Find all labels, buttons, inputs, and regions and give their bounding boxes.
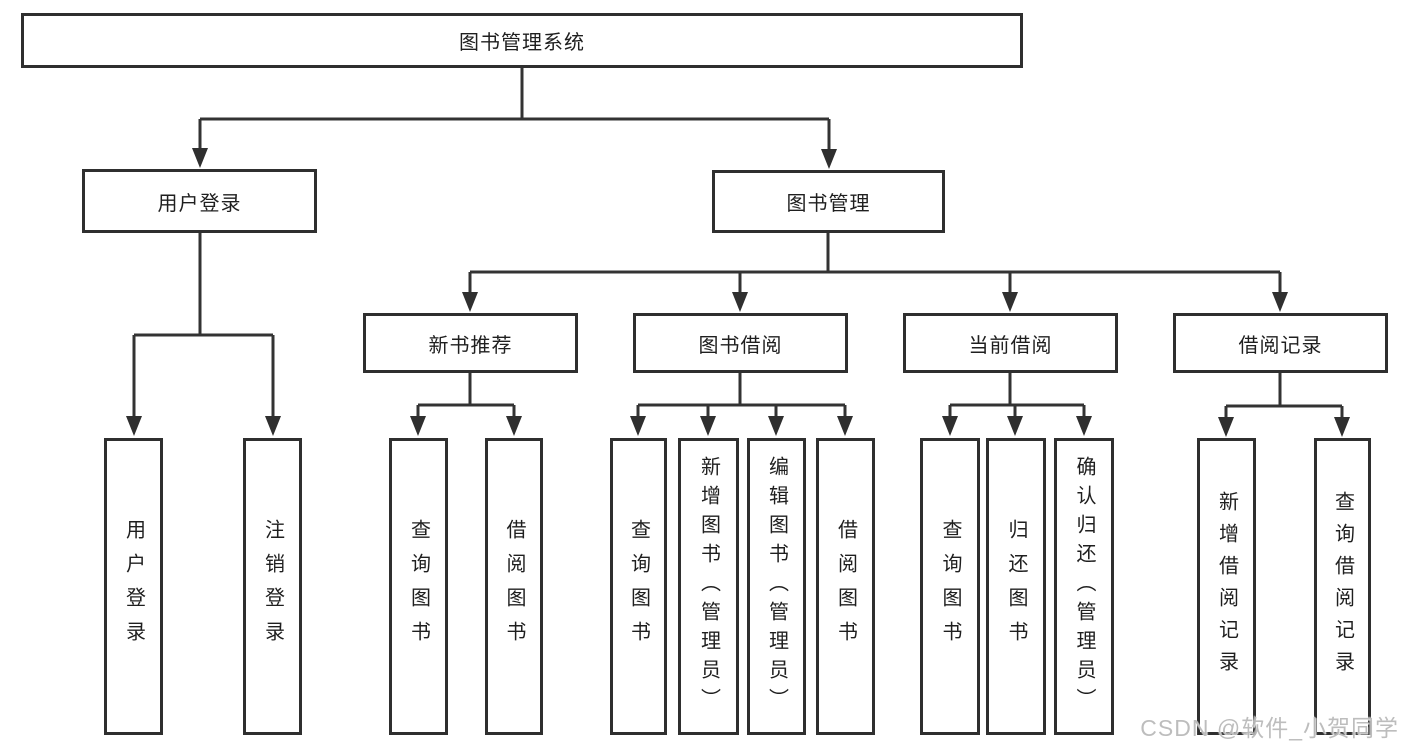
node-label: 借阅记录 xyxy=(1238,334,1323,357)
node-borrow-books-recommend: 借阅图书 xyxy=(485,438,543,735)
arrowhead-icon xyxy=(732,292,748,312)
node-label: 查询图书 xyxy=(939,518,961,655)
node-edit-book-admin: 编辑图书（管理员） xyxy=(747,438,806,735)
node-borrow-books-borrowing: 借阅图书 xyxy=(816,438,875,735)
node-label: 图书借阅 xyxy=(698,334,783,357)
node-label: 新书推荐 xyxy=(428,334,513,357)
connector-current-borrow-split xyxy=(948,373,1086,418)
arrowhead-icon xyxy=(1334,417,1350,437)
node-label: 确认归还（管理员） xyxy=(1073,456,1095,717)
node-label: 查询图书 xyxy=(407,518,430,655)
node-book-management: 图书管理 xyxy=(712,170,945,233)
watermark: CSDN @软件_小贺同学 xyxy=(1140,715,1399,741)
node-label: 当前借阅 xyxy=(968,334,1053,357)
node-user-login-leaf: 用户登录 xyxy=(104,438,163,735)
node-current-borrowing: 当前借阅 xyxy=(903,313,1118,373)
node-logout: 注销登录 xyxy=(243,438,302,735)
arrowhead-icon xyxy=(410,416,426,436)
arrowhead-icon xyxy=(506,416,522,436)
node-label: 用户登录 xyxy=(157,192,242,215)
node-label: 借阅图书 xyxy=(503,518,525,655)
node-query-books-recommend: 查询图书 xyxy=(389,438,448,735)
node-query-books-borrowing: 查询图书 xyxy=(610,438,667,735)
node-label: 借阅图书 xyxy=(834,518,857,655)
arrowhead-icon xyxy=(942,416,958,436)
node-add-book-admin: 新增图书（管理员） xyxy=(678,438,739,735)
arrowhead-icon xyxy=(1076,416,1092,436)
node-label: 注销登录 xyxy=(261,518,284,655)
arrowhead-icon xyxy=(192,148,208,168)
node-label: 编辑图书（管理员） xyxy=(765,456,788,717)
node-label: 查询图书 xyxy=(627,518,650,655)
node-library-system: 图书管理系统 xyxy=(21,13,1023,68)
node-user-login: 用户登录 xyxy=(82,169,317,233)
node-query-borrow-record: 查询借阅记录 xyxy=(1314,438,1371,735)
arrowhead-icon xyxy=(700,416,716,436)
arrowhead-icon xyxy=(1002,292,1018,312)
node-add-borrow-record: 新增借阅记录 xyxy=(1197,438,1256,735)
arrowhead-icon xyxy=(265,416,281,436)
arrowhead-icon xyxy=(126,416,142,436)
node-label: 图书管理 xyxy=(786,193,871,215)
node-query-books-current: 查询图书 xyxy=(920,438,980,735)
node-confirm-return-admin: 确认归还（管理员） xyxy=(1054,438,1114,735)
node-label: 用户登录 xyxy=(122,518,145,655)
connector-book-borrow-split xyxy=(636,373,847,418)
arrowhead-icon xyxy=(630,416,646,436)
arrowhead-icon xyxy=(768,416,784,436)
node-label: 新增借阅记录 xyxy=(1215,490,1238,683)
arrowhead-icon xyxy=(1007,416,1023,436)
node-new-book-recommend: 新书推荐 xyxy=(363,313,578,373)
connector-root-split xyxy=(198,68,831,151)
arrowhead-icon xyxy=(462,292,478,312)
connector-user-login-split xyxy=(132,233,275,418)
node-return-book: 归还图书 xyxy=(986,438,1046,735)
node-book-borrowing: 图书借阅 xyxy=(633,313,848,373)
connector-new-book-split xyxy=(416,373,516,418)
node-label: 归还图书 xyxy=(1005,518,1027,655)
node-label: 图书管理系统 xyxy=(459,32,585,54)
arrowhead-icon xyxy=(1272,292,1288,312)
arrowhead-icon xyxy=(821,149,837,169)
arrowhead-icon xyxy=(1218,417,1234,437)
node-label: 查询借阅记录 xyxy=(1331,490,1354,683)
connector-book-mgmt-split xyxy=(468,233,1282,293)
connector-borrow-records-split xyxy=(1224,373,1344,419)
node-borrowing-records: 借阅记录 xyxy=(1173,313,1388,373)
node-label: 新增图书（管理员） xyxy=(697,456,720,717)
arrowhead-icon xyxy=(837,416,853,436)
